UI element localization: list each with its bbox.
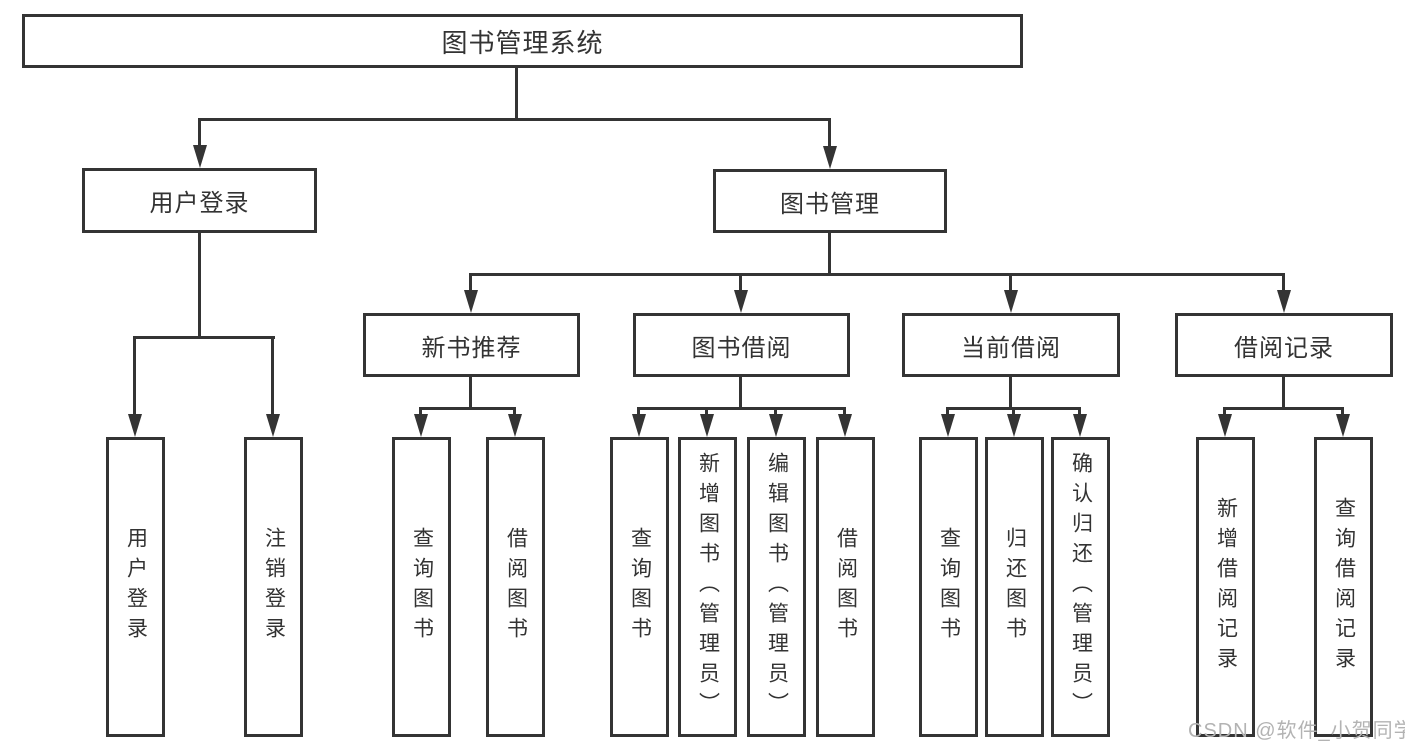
arrowhead-down <box>193 145 207 168</box>
leaf-label: 用户登录 <box>124 527 148 647</box>
leaf-logout: 注销登录 <box>244 437 303 737</box>
connector-line <box>133 336 136 421</box>
csdn-watermark: CSDN @软件_小贺同学 <box>1188 720 1405 742</box>
node-label: 新书推荐 <box>421 334 522 362</box>
leaf-label: 归还图书 <box>1003 527 1027 647</box>
arrowhead-down <box>823 146 837 169</box>
node-book-borrowing: 图书借阅 <box>633 313 850 377</box>
leaf-borrow-books-recommend: 借阅图书 <box>486 437 545 737</box>
leaf-label: 查询借阅记录 <box>1332 497 1356 677</box>
arrowhead-down <box>1218 414 1232 437</box>
connector-line <box>1282 377 1285 407</box>
leaf-edit-books-admin: 编辑图书（管理员） <box>747 437 806 737</box>
node-label: 图书管理 <box>780 190 880 218</box>
connector-line <box>739 377 742 407</box>
arrowhead-down <box>464 290 478 313</box>
leaf-label: 查询图书 <box>410 527 434 647</box>
arrowhead-down <box>1004 290 1018 313</box>
connector-line <box>828 233 831 273</box>
connector-line <box>469 377 472 407</box>
connector-line <box>133 336 275 339</box>
node-book-management: 图书管理 <box>713 169 947 233</box>
connector-line <box>828 118 831 153</box>
node-borrowing-records: 借阅记录 <box>1175 313 1393 377</box>
connector-line <box>198 233 201 336</box>
arrowhead-down <box>769 414 783 437</box>
arrowhead-down <box>734 290 748 313</box>
arrowhead-down <box>1277 290 1291 313</box>
arrowhead-down <box>700 414 714 437</box>
arrowhead-down <box>414 414 428 437</box>
leaf-query-books-recommend: 查询图书 <box>392 437 451 737</box>
leaf-query-borrow-record: 查询借阅记录 <box>1314 437 1373 737</box>
connector-line <box>469 273 1285 276</box>
arrowhead-down <box>1336 414 1350 437</box>
connector-line <box>419 407 516 410</box>
connector-line <box>271 336 274 421</box>
node-label: 用户登录 <box>149 190 250 217</box>
leaf-query-books-borrowing: 查询图书 <box>610 437 669 737</box>
leaf-label: 新增图书（管理员） <box>696 452 720 722</box>
arrowhead-down <box>1073 414 1087 437</box>
arrowhead-down <box>1007 414 1021 437</box>
connector-line <box>515 68 518 118</box>
connector-line <box>637 407 846 410</box>
node-current-borrowing: 当前借阅 <box>902 313 1120 377</box>
arrowhead-down <box>941 414 955 437</box>
connector-line <box>198 118 831 121</box>
leaf-label: 注销登录 <box>262 527 286 647</box>
connector-line <box>1009 377 1012 407</box>
connector-line <box>198 118 201 153</box>
leaf-return-books: 归还图书 <box>985 437 1044 737</box>
connector-line <box>469 273 472 298</box>
node-new-book-recommend: 新书推荐 <box>363 313 580 377</box>
leaf-add-books-admin: 新增图书（管理员） <box>678 437 737 737</box>
connector-line <box>1009 273 1012 298</box>
connector-line <box>739 273 742 298</box>
leaf-label: 新增借阅记录 <box>1214 497 1238 677</box>
leaf-label: 借阅图书 <box>834 527 858 647</box>
leaf-user-login: 用户登录 <box>106 437 165 737</box>
leaf-label: 确认归还（管理员） <box>1069 452 1093 722</box>
connector-line <box>1282 273 1285 298</box>
arrowhead-down <box>632 414 646 437</box>
connector-line <box>1223 407 1344 410</box>
arrowhead-down <box>128 414 142 437</box>
arrowhead-down <box>838 414 852 437</box>
leaf-label: 查询图书 <box>628 527 652 647</box>
node-user-login: 用户登录 <box>82 168 317 233</box>
leaf-borrow-books: 借阅图书 <box>816 437 875 737</box>
node-label: 图书借阅 <box>691 334 792 362</box>
leaf-label: 编辑图书（管理员） <box>765 452 789 722</box>
leaf-query-books-current: 查询图书 <box>919 437 978 737</box>
node-label: 借阅记录 <box>1234 334 1334 362</box>
leaf-add-borrow-record: 新增借阅记录 <box>1196 437 1255 737</box>
node-label: 当前借阅 <box>961 334 1061 362</box>
leaf-label: 借阅图书 <box>504 527 528 647</box>
node-label: 图书管理系统 <box>441 27 604 58</box>
arrowhead-down <box>266 414 280 437</box>
leaf-label: 查询图书 <box>937 527 961 647</box>
leaf-confirm-return-admin: 确认归还（管理员） <box>1051 437 1110 737</box>
arrowhead-down <box>508 414 522 437</box>
node-library-system: 图书管理系统 <box>22 14 1023 68</box>
